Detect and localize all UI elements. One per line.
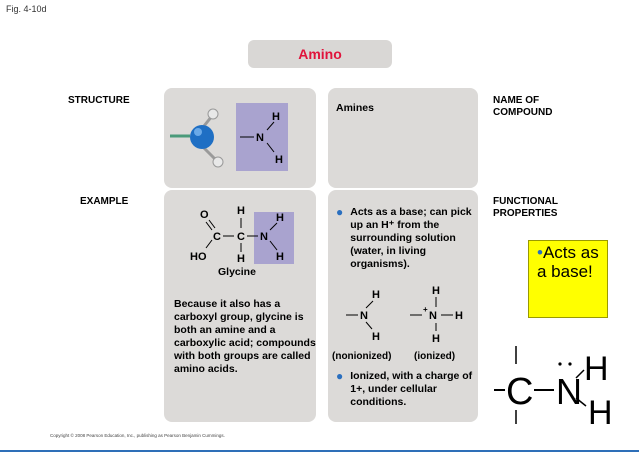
- structure-label: STRUCTURE: [68, 95, 130, 106]
- ion-h-bottom: H: [432, 333, 440, 345]
- copyright-notice: Copyright © 2008 Pearson Education, Inc.…: [50, 433, 225, 438]
- atom-h-c-top: H: [237, 205, 245, 217]
- nonion-h-top: H: [372, 289, 380, 301]
- example-description: Because it also has a carboxyl group, gl…: [174, 298, 316, 375]
- bond-co-1: [205, 221, 213, 231]
- nitrogen-atom-highlight: [194, 128, 202, 136]
- bottom-rule: [0, 450, 639, 452]
- callout-bullet: •: [537, 243, 543, 262]
- ionized-label: (ionized): [414, 351, 456, 362]
- hydrogen-atom-bottom: [212, 156, 224, 168]
- nonion-bond-bottom: [365, 321, 373, 330]
- nonionized-label: (nonionized): [332, 351, 392, 362]
- atom-ho: HO: [190, 251, 207, 263]
- callout-text: Acts as a base!: [537, 243, 599, 281]
- name-panel: [328, 88, 478, 188]
- hd-nitrogen: N: [556, 371, 582, 412]
- hd-h-bottom: H: [588, 394, 613, 430]
- glycine-structure-diagram: O C HO C H H N H H: [190, 205, 294, 265]
- bond-nh-gly-top: [269, 222, 278, 231]
- hd-h-top: H: [584, 350, 609, 388]
- title-banner: Amino: [248, 40, 392, 68]
- atom-h-n-top: H: [276, 212, 284, 224]
- atom-c2: C: [237, 231, 245, 243]
- amino-structure-diagram: N H H: [170, 103, 288, 171]
- nonion-bond-top: [365, 300, 374, 309]
- ion-plus: +: [423, 305, 428, 314]
- bond-nh-gly-bottom: [269, 240, 278, 251]
- hd-bond-nh-bottom: [575, 397, 587, 407]
- title: Amino: [298, 46, 342, 62]
- bullet-dot-icon: ●: [336, 205, 344, 219]
- atom-c1: C: [213, 231, 221, 243]
- bond-co-2: [208, 219, 216, 229]
- hydrogen-atom-top: [207, 108, 219, 120]
- atom-n: N: [256, 132, 264, 144]
- ion-h-top: H: [432, 285, 440, 297]
- property-text-1: Acts as a base; can pick up an H⁺ from t…: [350, 206, 472, 270]
- bond-nh-bottom: [266, 142, 275, 153]
- property-bullet-2: ● Ionized, with a charge of 1+, under ce…: [336, 370, 476, 409]
- nonion-n: N: [360, 310, 368, 322]
- callout-box: •Acts as a base!: [528, 240, 608, 318]
- property-text-2: Ionized, with a charge of 1+, under cell…: [350, 370, 473, 408]
- atom-n-gly: N: [260, 231, 268, 243]
- bond-nh-top: [266, 121, 275, 131]
- atom-h-c-bottom: H: [237, 253, 245, 265]
- hd-bond-nh-top: [575, 369, 585, 379]
- example-name: Glycine: [218, 266, 256, 278]
- bond-c-oh: [205, 239, 213, 249]
- figure-label: Fig. 4-10d: [6, 4, 47, 14]
- ion-h-right: H: [455, 310, 463, 322]
- atom-h-n-bottom: H: [276, 251, 284, 263]
- properties-panel: [328, 190, 478, 422]
- bullet-dot-icon: ●: [336, 369, 344, 383]
- nitrogen-atom: [190, 125, 214, 149]
- hd-carbon: C: [506, 371, 533, 413]
- compound-name: Amines: [336, 102, 374, 114]
- nonion-h-bottom: H: [372, 331, 380, 343]
- bond-h-bottom: [202, 146, 218, 162]
- property-bullet-1: ● Acts as a base; can pick up an H⁺ from…: [336, 206, 476, 271]
- lone-pair-dot-2: [568, 362, 572, 366]
- ion-n: N: [429, 310, 437, 322]
- atom-o: O: [200, 209, 209, 221]
- name-of-compound-label: NAME OF COMPOUND: [493, 95, 553, 118]
- atom-h-bottom: H: [275, 154, 283, 166]
- lone-pair-dot-1: [558, 362, 562, 366]
- atom-h-top: H: [272, 111, 280, 123]
- ionization-diagram: H N H H + N H H: [346, 285, 463, 345]
- glycine-amino-highlight: [254, 212, 294, 264]
- functional-properties-label: FUNCTIONAL PROPERTIES: [493, 196, 558, 219]
- hand-drawn-amino-group: C N H H: [494, 346, 613, 430]
- example-label: EXAMPLE: [80, 196, 129, 207]
